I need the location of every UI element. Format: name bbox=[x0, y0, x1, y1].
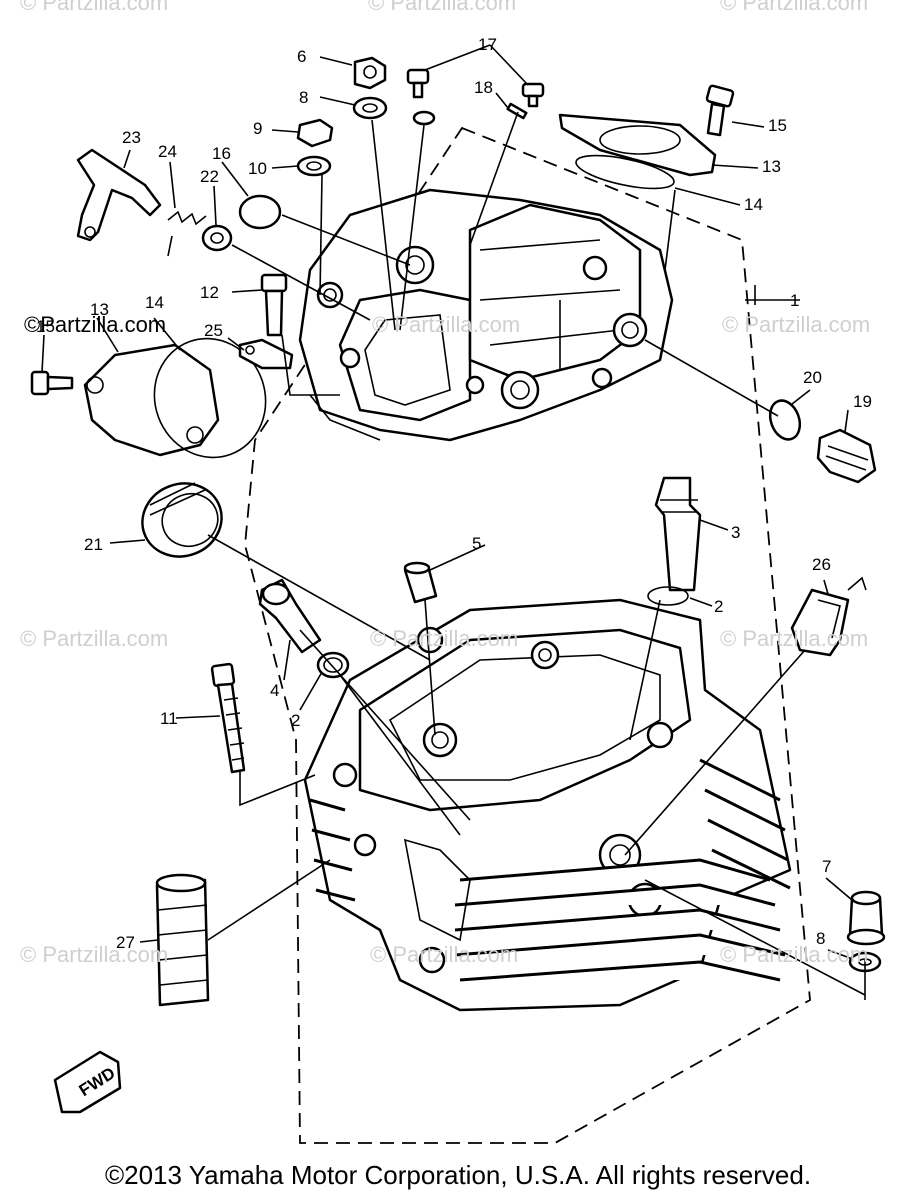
watermark: © Partzilla.com bbox=[372, 312, 521, 337]
watermark: © Partzilla.com bbox=[370, 942, 519, 967]
bolt-17-right bbox=[521, 82, 545, 108]
callout-10: 10 bbox=[248, 159, 267, 178]
callout-3: 3 bbox=[731, 523, 740, 542]
watermark: © Partzilla.com bbox=[20, 626, 169, 651]
nut-6 bbox=[353, 56, 387, 90]
callout-14-upper: 14 bbox=[744, 195, 763, 214]
watermark: © Partzilla.com bbox=[720, 626, 869, 651]
assembly-boundary-outline bbox=[244, 126, 811, 1144]
callout-22: 22 bbox=[200, 167, 219, 186]
callout-16: 16 bbox=[212, 144, 231, 163]
dowel-5 bbox=[403, 561, 438, 604]
watermark: © Partzilla.com bbox=[720, 942, 869, 967]
callout-2-right: 2 bbox=[714, 597, 723, 616]
callout-8-upper: 8 bbox=[299, 88, 308, 107]
plug-19 bbox=[816, 428, 877, 484]
callout-12: 12 bbox=[200, 283, 219, 302]
fwd-arrow-icon bbox=[53, 1050, 122, 1114]
watermark: © Partzilla.com bbox=[722, 312, 871, 337]
callout-26: 26 bbox=[812, 555, 831, 574]
watermark: © Partzilla.com bbox=[720, 0, 869, 15]
callout-4: 4 bbox=[270, 681, 279, 700]
callout-23: 23 bbox=[122, 128, 141, 147]
ring-21 bbox=[141, 482, 223, 558]
oil-seal-22 bbox=[201, 224, 233, 252]
watermark: © Partzilla.com bbox=[20, 0, 169, 15]
callout-7: 7 bbox=[822, 857, 831, 876]
watermark: © Partzilla.com bbox=[370, 626, 519, 651]
callout-17: 17 bbox=[478, 35, 497, 54]
washer-10 bbox=[296, 155, 332, 177]
o-ring-2-right bbox=[647, 586, 689, 606]
callout-14-left: 14 bbox=[145, 293, 164, 312]
spark-plug-26 bbox=[790, 576, 867, 657]
washer-8-upper bbox=[352, 96, 388, 120]
o-ring-2-left bbox=[316, 651, 350, 679]
callout-13-upper: 13 bbox=[762, 157, 781, 176]
callout-20: 20 bbox=[803, 368, 822, 387]
valve-guide-4 bbox=[258, 578, 322, 654]
cylinder-head bbox=[303, 598, 792, 1012]
nut-9 bbox=[296, 118, 334, 148]
bolt-15-left bbox=[30, 370, 74, 396]
callout-6: 6 bbox=[297, 47, 306, 66]
valve-guide-3 bbox=[654, 476, 702, 592]
callout-8-lower: 8 bbox=[816, 929, 825, 948]
callout-1: 1 bbox=[790, 291, 799, 310]
callout-2-left: 2 bbox=[291, 711, 300, 730]
gasket-left bbox=[153, 337, 267, 459]
callout-5: 5 bbox=[472, 534, 481, 553]
bolt-12 bbox=[260, 273, 288, 337]
washer-17 bbox=[412, 110, 436, 126]
callout-9: 9 bbox=[253, 119, 262, 138]
callout-15-upper: 15 bbox=[768, 116, 787, 135]
tappet-cover-upper bbox=[558, 113, 717, 177]
pin-18 bbox=[506, 102, 528, 120]
bracket-25 bbox=[238, 338, 294, 370]
leader-lines bbox=[41, 44, 853, 959]
callout-24: 24 bbox=[158, 142, 177, 161]
watermark-dark: ©Partzilla.com bbox=[24, 312, 167, 337]
cap-7 bbox=[846, 890, 886, 946]
plug-16 bbox=[238, 194, 282, 230]
callout-15-left: 15 bbox=[36, 317, 55, 336]
bolt-15-upper bbox=[705, 84, 735, 137]
bolt-11 bbox=[210, 662, 246, 774]
decompression-lever-23 bbox=[76, 148, 162, 242]
alignment-lines bbox=[207, 111, 866, 1000]
washer-20 bbox=[768, 399, 802, 441]
tappet-cover-left bbox=[83, 343, 220, 457]
callout-27: 27 bbox=[116, 933, 135, 952]
callout-25: 25 bbox=[204, 321, 223, 340]
copyright-notice: ©2013 Yamaha Motor Corporation, U.S.A. A… bbox=[104, 1160, 812, 1190]
bolt-17-left bbox=[406, 68, 430, 99]
callout-18: 18 bbox=[474, 78, 493, 97]
spring-24 bbox=[167, 210, 207, 257]
watermark: © Partzilla.com bbox=[368, 0, 517, 15]
callout-19: 19 bbox=[853, 392, 872, 411]
stud-27 bbox=[155, 873, 210, 1007]
watermark: © Partzilla.com bbox=[20, 942, 169, 967]
gasket-upper bbox=[575, 154, 675, 190]
callout-21: 21 bbox=[84, 535, 103, 554]
callout-13-left: 13 bbox=[90, 300, 109, 319]
callout-11: 11 bbox=[160, 709, 178, 728]
callout-labels: 6 8 9 10 17 18 15 13 14 1 23 24 16 22 12… bbox=[36, 35, 872, 952]
